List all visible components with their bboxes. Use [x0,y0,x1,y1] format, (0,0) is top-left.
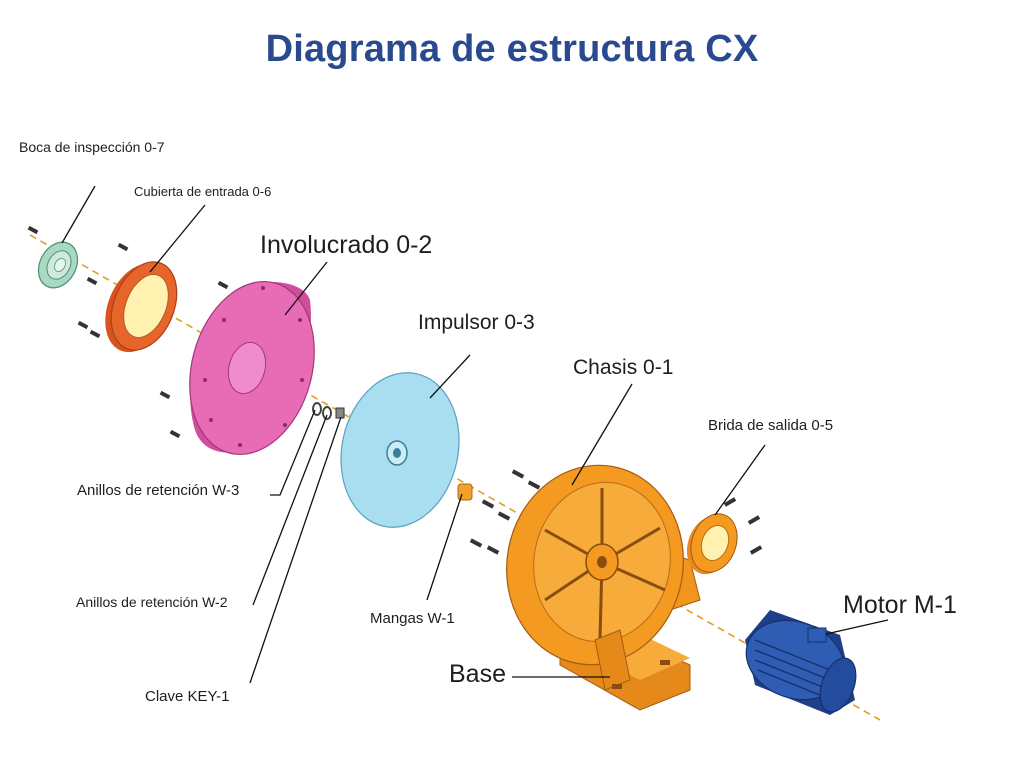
diagram-title: Diagrama de estructura CX [265,28,759,70]
label-inlet-cover: Cubierta de entrada 0-6 [134,184,272,199]
inlet-cover-part [105,261,178,353]
casing-part [189,280,315,456]
impeller-part [340,372,460,528]
label-outlet-flange: Brida de salida 0-5 [708,417,834,434]
label-impeller: Impulsor 0-3 [418,311,535,334]
label-retaining-rings-w3: Anillos de retención W-3 [77,482,240,499]
motor-part [745,610,857,715]
bolts-middle [469,469,541,555]
label-inspection-port: Boca de inspección 0-7 [19,139,165,155]
label-base: Base [449,660,506,688]
bolts-right [723,497,763,555]
sleeve-part [457,483,473,501]
label-casing: Involucrado 0-2 [260,231,433,259]
label-sleeves: Mangas W-1 [370,610,455,627]
label-motor: Motor M-1 [843,591,957,619]
leader-lines [61,185,889,684]
label-retaining-rings-w2: Anillos de retención W-2 [76,594,228,610]
rings-and-key [312,402,345,420]
inspection-port-part [37,241,79,289]
label-chassis: Chasis 0-1 [573,356,674,379]
chassis-part [506,464,701,711]
label-key: Clave KEY-1 [145,688,230,705]
outlet-flange-part [686,513,738,575]
